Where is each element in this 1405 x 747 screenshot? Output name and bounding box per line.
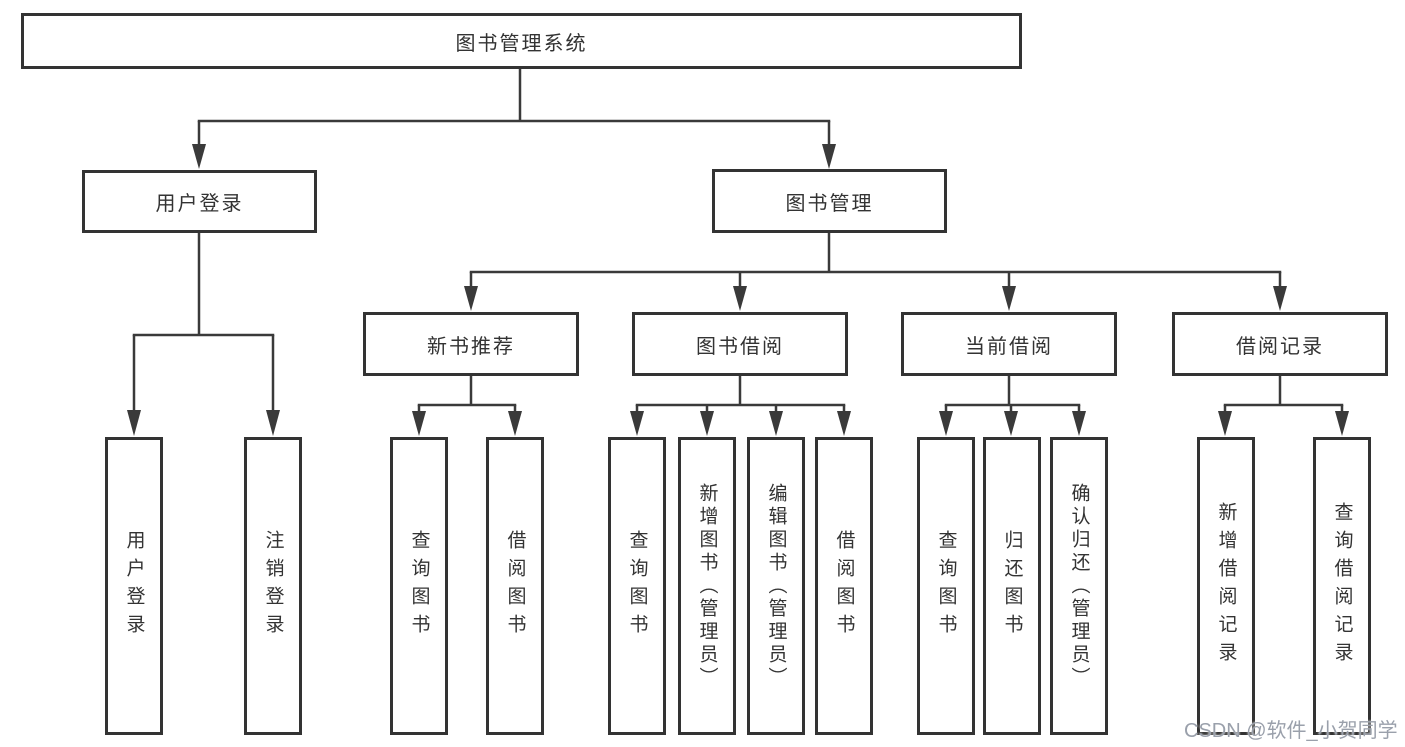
leaf-recommend-query-books: 查询图书	[390, 437, 448, 735]
csdn-watermark: CSDN @软件_小贺同学	[1184, 720, 1398, 742]
leaf-borrow-edit-books-admin: 编辑图书（管理员）	[747, 437, 805, 735]
leaf-recommend-borrow-books-label: 借阅图书	[504, 530, 526, 642]
leaf-records-query-record: 查询借阅记录	[1313, 437, 1371, 735]
leaf-borrow-add-books-admin-label: 新增图书（管理员）	[696, 482, 718, 690]
node-root: 图书管理系统	[21, 13, 1022, 69]
leaf-records-add-record-label: 新增借阅记录	[1215, 502, 1237, 670]
leaf-user-login-label: 用户登录	[123, 530, 145, 642]
node-user-login-label: 用户登录	[155, 193, 244, 215]
leaf-user-login: 用户登录	[105, 437, 163, 735]
node-new-book-recommend: 新书推荐	[363, 312, 579, 376]
leaf-current-query-books: 查询图书	[917, 437, 975, 735]
leaf-logout: 注销登录	[244, 437, 302, 735]
node-book-management-label: 图书管理	[785, 192, 874, 215]
node-current-borrow: 当前借阅	[901, 312, 1117, 376]
leaf-records-add-record: 新增借阅记录	[1197, 437, 1255, 735]
node-book-borrow: 图书借阅	[632, 312, 848, 376]
node-borrow-records: 借阅记录	[1172, 312, 1388, 376]
node-current-borrow-label: 当前借阅	[965, 335, 1053, 358]
node-user-login: 用户登录	[82, 170, 317, 233]
node-root-label: 图书管理系统	[455, 32, 588, 55]
leaf-current-return-books: 归还图书	[983, 437, 1041, 735]
leaf-borrow-edit-books-admin-label: 编辑图书（管理员）	[765, 482, 787, 690]
leaf-current-confirm-return-admin: 确认归还（管理员）	[1050, 437, 1108, 735]
node-book-management: 图书管理	[712, 169, 947, 233]
leaf-borrow-query-books-label: 查询图书	[626, 530, 648, 642]
leaf-borrow-borrow-books-label: 借阅图书	[833, 530, 855, 642]
leaf-current-query-books-label: 查询图书	[935, 530, 957, 642]
leaf-recommend-query-books-label: 查询图书	[408, 530, 430, 642]
leaf-current-confirm-return-admin-label: 确认归还（管理员）	[1068, 482, 1090, 690]
node-borrow-records-label: 借阅记录	[1236, 335, 1324, 358]
leaf-logout-label: 注销登录	[262, 530, 284, 642]
leaf-borrow-query-books: 查询图书	[608, 437, 666, 735]
leaf-records-query-record-label: 查询借阅记录	[1331, 502, 1353, 670]
node-new-book-recommend-label: 新书推荐	[427, 335, 515, 358]
leaf-borrow-add-books-admin: 新增图书（管理员）	[678, 437, 736, 735]
leaf-recommend-borrow-books: 借阅图书	[486, 437, 544, 735]
node-book-borrow-label: 图书借阅	[696, 335, 784, 358]
leaf-current-return-books-label: 归还图书	[1001, 530, 1023, 642]
leaf-borrow-borrow-books: 借阅图书	[815, 437, 873, 735]
